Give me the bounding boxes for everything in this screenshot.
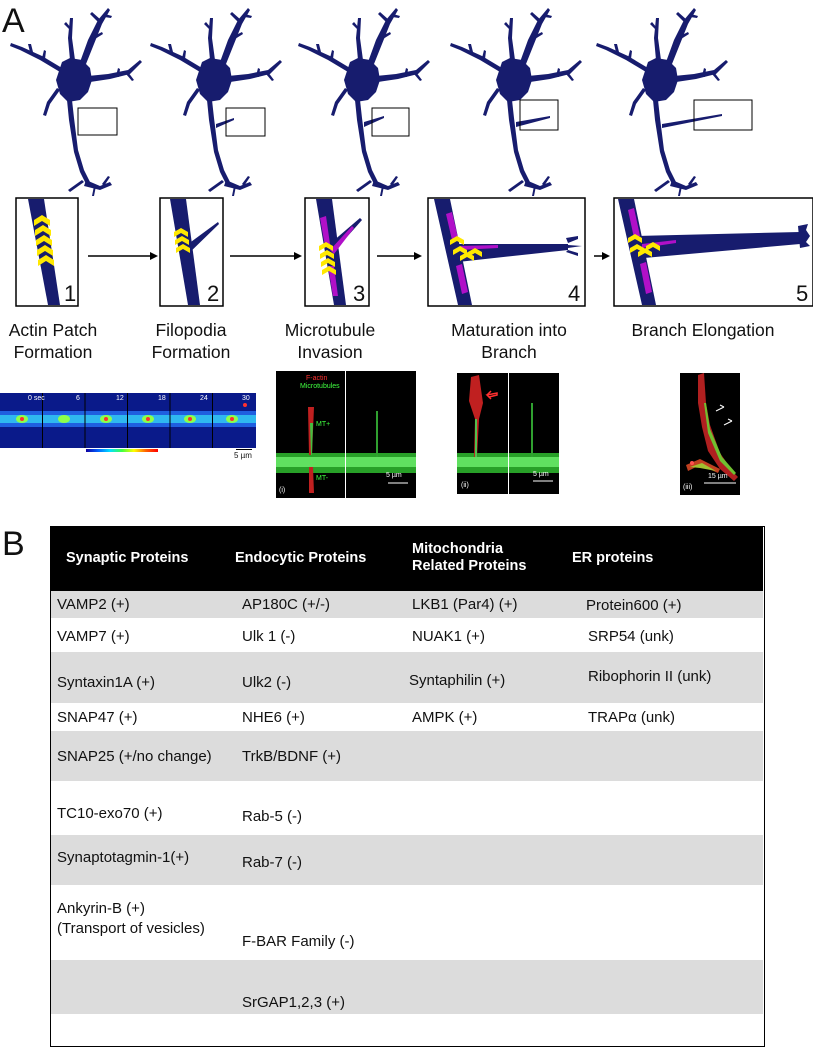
endocytic-item: TrkB/BDNF (+) xyxy=(242,748,342,765)
stage-number-3: 3 xyxy=(353,281,366,306)
micrograph-i: F-actin Microtubules MT+ MT- (i) 5 µm xyxy=(276,371,416,498)
zoom-box-5 xyxy=(613,197,813,307)
label-mt-minus: MT- xyxy=(316,475,329,482)
timelapse-strip: 0 sec 6 12 18 24 30 xyxy=(0,393,256,448)
mitochondria-item: AMPK (+) xyxy=(412,709,478,726)
frame-label-24: 24 xyxy=(200,395,208,402)
endocytic-item: NHE6 (+) xyxy=(242,709,305,726)
header-mitochondria: Mitochondria Related Proteins xyxy=(412,541,527,574)
zoom-box-4 xyxy=(427,197,586,307)
stage-number-5: 5 xyxy=(796,281,809,306)
stage-title-4: Maturation into Branch xyxy=(451,320,567,362)
endocytic-item: F-BAR Family (-) xyxy=(242,933,355,950)
synaptic-item: Synaptotagmin-1(+) xyxy=(57,849,190,866)
header-synaptic: Synaptic Proteins xyxy=(66,550,189,566)
zoom-box-2 xyxy=(159,197,224,307)
micrograph-iii-label: (iii) xyxy=(683,484,693,491)
header-er: ER proteins xyxy=(572,550,654,566)
synaptic-item: VAMP2 (+) xyxy=(57,596,130,613)
er-item: SRP54 (unk) xyxy=(588,628,674,645)
er-item: TRAPα (unk) xyxy=(588,709,676,726)
synaptic-item: Syntaxin1A (+) xyxy=(57,674,155,691)
frame-label-12: 12 xyxy=(116,395,124,402)
panel-b-label: B xyxy=(2,525,25,563)
endocytic-item: Rab-7 (-) xyxy=(242,854,303,871)
stage-number-1: 1 xyxy=(64,281,77,306)
stage-title-2: Filopodia Formation xyxy=(151,320,231,362)
synaptic-item: TC10-exo70 (+) xyxy=(57,805,163,822)
label-mt-plus: MT+ xyxy=(316,421,331,428)
micrograph-ii-scale: 5 µm xyxy=(533,471,549,478)
row-band-5 xyxy=(51,960,763,1014)
micrograph-iii: (iii) 15 µm xyxy=(680,373,740,495)
header-endocytic: Endocytic Proteins xyxy=(235,550,367,566)
synaptic-item: VAMP7 (+) xyxy=(57,628,130,645)
row-band-3 xyxy=(51,731,763,781)
micrograph-ii: (ii) 5 µm xyxy=(457,373,559,494)
stage-title-5: Branch Elongation xyxy=(631,320,775,340)
endocytic-item: Ulk2 (-) xyxy=(242,674,292,691)
synaptic-item: SNAP47 (+) xyxy=(57,709,138,726)
table-header: Synaptic Proteins Endocytic Proteins Mit… xyxy=(51,527,763,591)
synaptic-item: Ankyrin-B (+) (Transport of vesicles) xyxy=(57,900,205,937)
endocytic-item: Rab-5 (-) xyxy=(242,808,303,825)
protein-table: Synaptic Proteins Endocytic Proteins Mit… xyxy=(50,526,765,1047)
endocytic-item: AP180C (+/-) xyxy=(242,596,330,613)
er-item: Ribophorin II (unk) xyxy=(588,668,712,685)
legend-microtubules: Microtubules xyxy=(300,383,340,390)
row-band-2 xyxy=(51,652,763,703)
stage-title-1: Actin Patch Formation xyxy=(8,320,98,362)
row-band-1 xyxy=(51,591,763,618)
frame-label-30: 30 xyxy=(242,395,250,402)
progression-arrows xyxy=(88,252,610,260)
frame-label-6: 6 xyxy=(76,395,80,402)
synaptic-item: SNAP25 (+/no change) xyxy=(57,748,212,765)
stage-title-3: Microtubule Invasion xyxy=(284,320,376,362)
timelapse-scale-label: 5 µm xyxy=(234,451,252,460)
panel-a-label: A xyxy=(2,2,25,40)
frame-label-18: 18 xyxy=(158,395,166,402)
stage-number-4: 4 xyxy=(568,281,581,306)
endocytic-item: SrGAP1,2,3 (+) xyxy=(242,994,345,1011)
frame-label-0: 0 sec xyxy=(28,395,45,402)
endocytic-item: Ulk 1 (-) xyxy=(242,628,296,645)
timelapse-scale-line xyxy=(236,449,252,450)
zoom-box-1 xyxy=(15,197,79,307)
neuron-diagrams xyxy=(10,8,813,307)
micrograph-i-label: (i) xyxy=(279,487,286,494)
stage-number-2: 2 xyxy=(207,281,220,306)
micrograph-iii-scale: 15 µm xyxy=(708,473,728,480)
legend-f-actin: F-actin xyxy=(306,375,328,382)
micrograph-i-scale: 5 µm xyxy=(386,472,402,479)
zoom-box-3 xyxy=(304,197,370,307)
micrograph-ii-label: (ii) xyxy=(461,482,469,489)
mitochondria-item: Syntaphilin (+) xyxy=(409,672,506,689)
mitochondria-item: LKB1 (Par4) (+) xyxy=(412,596,518,613)
color-scale-bar xyxy=(86,449,158,452)
mitochondria-item: NUAK1 (+) xyxy=(412,628,485,645)
er-item: Protein600 (+) xyxy=(586,597,682,614)
row-band-4 xyxy=(51,835,763,885)
